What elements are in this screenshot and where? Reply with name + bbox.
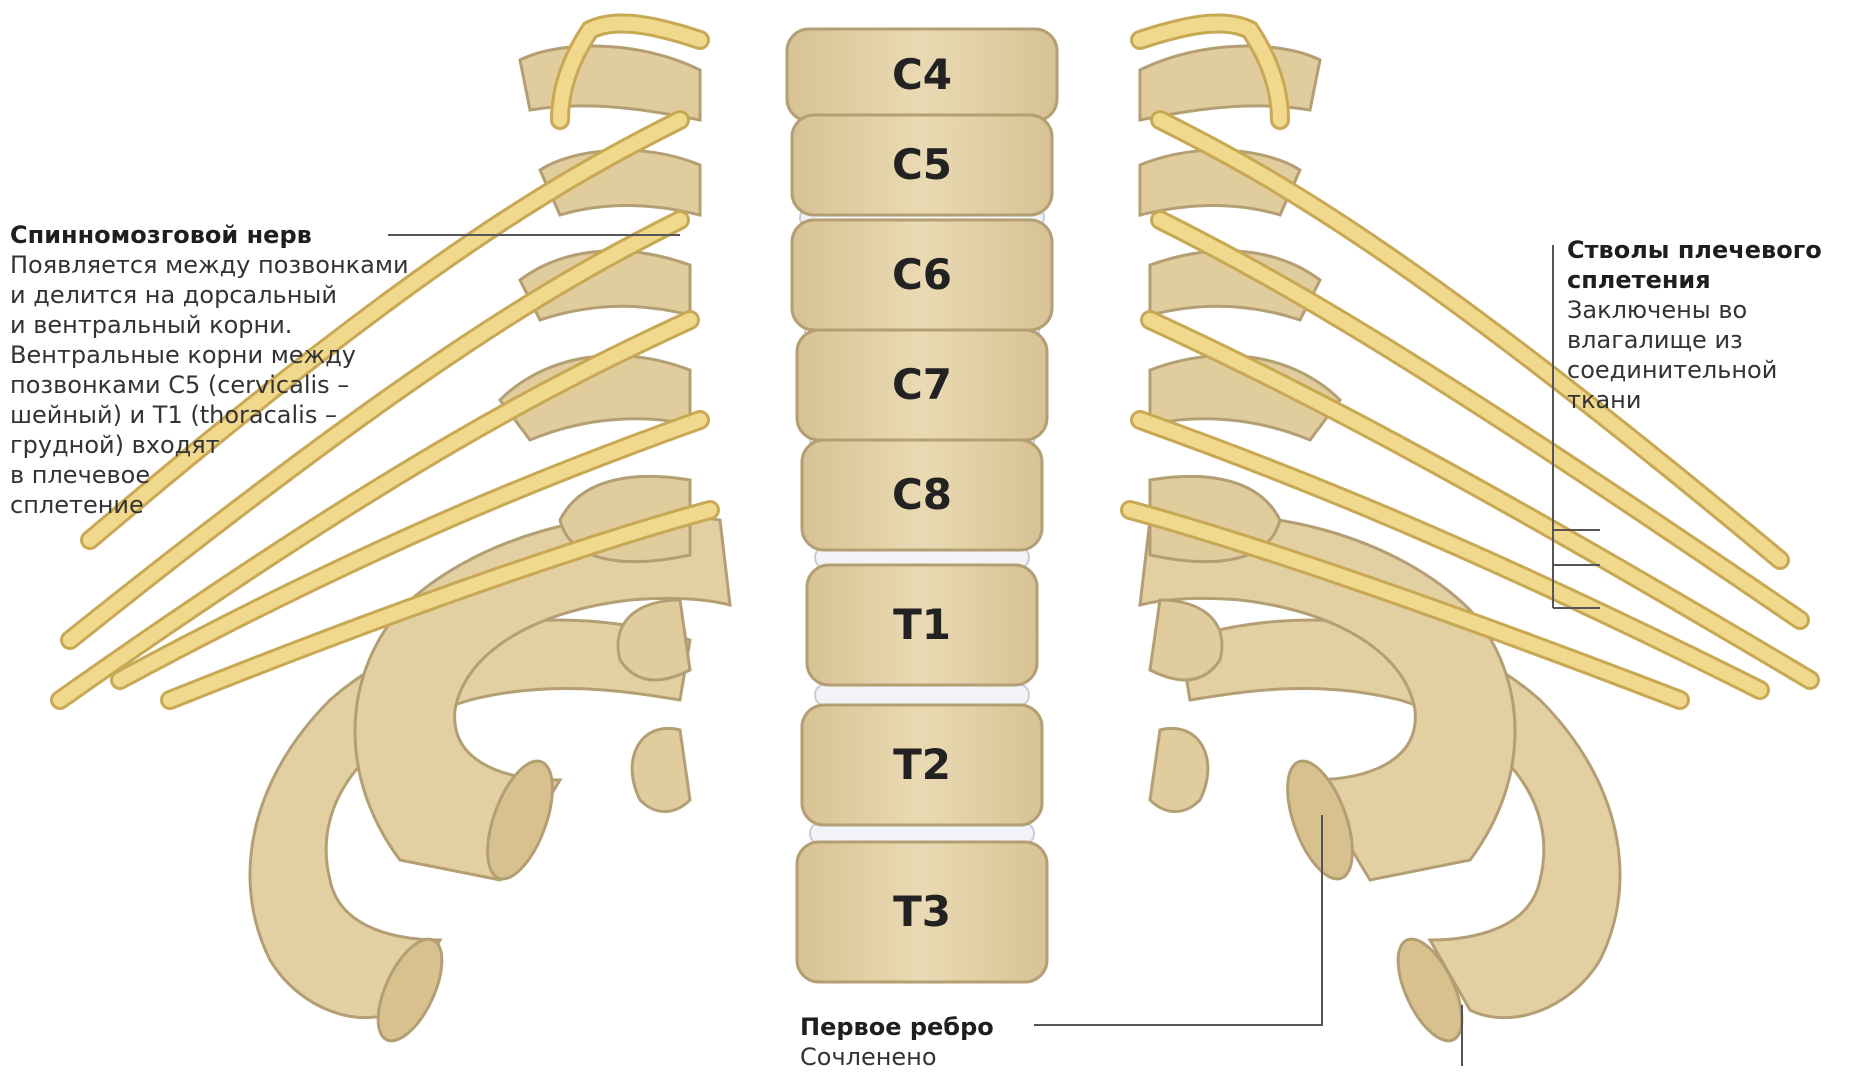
vertebra-label-c8: C8 xyxy=(892,470,952,519)
first-rib-description: Сочленено xyxy=(800,1042,1220,1072)
vertebra-label-t2: T2 xyxy=(893,740,951,789)
vertebra-label-c4: C4 xyxy=(892,50,952,99)
vertebra-label-c5: C5 xyxy=(892,140,952,189)
first-rib-callout: Первое ребро Сочленено xyxy=(800,1012,1220,1072)
intervertebral-disc-t1-t2 xyxy=(815,684,1029,706)
vertebra-label-t1: T1 xyxy=(893,600,951,649)
first-rib-title: Первое ребро xyxy=(800,1012,1220,1042)
spinal-nerve-callout: Спинномозговой нерв Появляется между поз… xyxy=(10,220,480,520)
spinal-nerve-title: Спинномозговой нерв xyxy=(10,220,480,250)
vertebra-label-t3: T3 xyxy=(893,887,951,936)
vertebra-label-c7: C7 xyxy=(892,360,952,409)
vertebra-label-c6: C6 xyxy=(892,250,952,299)
plexus-trunks-callout: Стволы плечевого сплетения Заключены во … xyxy=(1567,235,1857,415)
plexus-trunks-title: Стволы плечевого сплетения xyxy=(1567,235,1857,295)
plexus-trunks-description: Заключены во влагалище из соединительной… xyxy=(1567,295,1857,415)
leader-first-rib xyxy=(1034,815,1322,1025)
spinal-nerve-description: Появляется между позвонками и делится на… xyxy=(10,250,480,520)
